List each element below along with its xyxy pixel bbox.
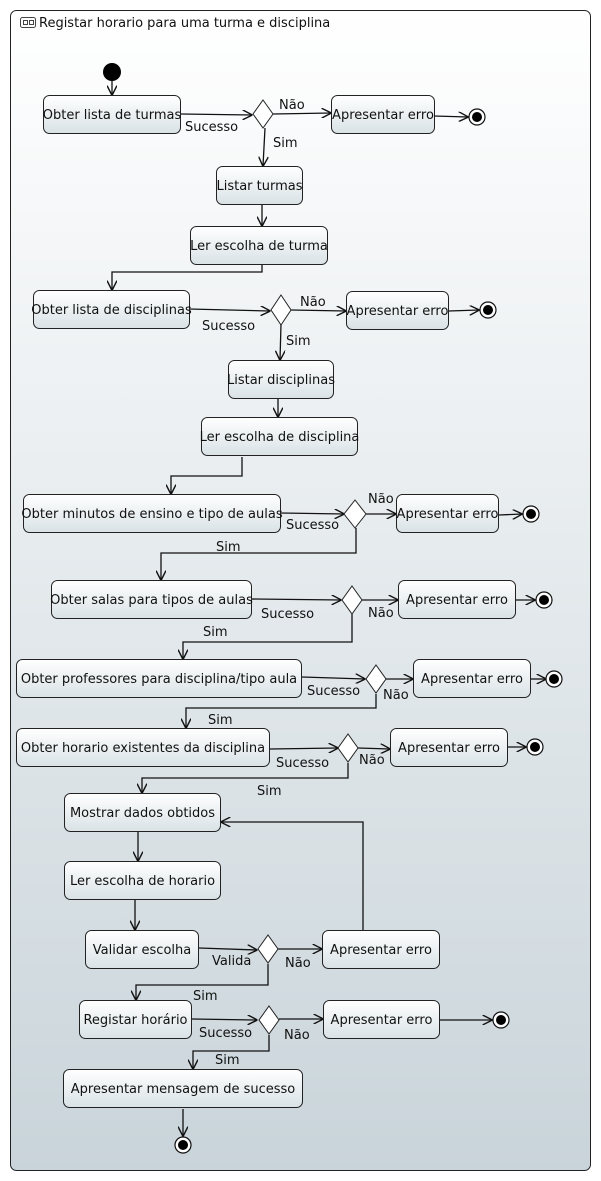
diagram-title: Registar horario para uma turma e discip… bbox=[20, 16, 330, 31]
initial-node bbox=[103, 63, 121, 81]
label-nao: Não bbox=[279, 98, 305, 113]
label-sim: Sim bbox=[286, 334, 311, 349]
decision-node bbox=[365, 664, 387, 694]
label-sim: Sim bbox=[193, 989, 218, 1004]
svg-text:Apresentar erro: Apresentar erro bbox=[332, 108, 434, 123]
final-node bbox=[535, 591, 553, 609]
svg-text:Apresentar erro: Apresentar erro bbox=[331, 1013, 433, 1028]
svg-text:Listar disciplinas: Listar disciplinas bbox=[227, 373, 335, 388]
final-node bbox=[468, 108, 486, 126]
svg-text:Validar escolha: Validar escolha bbox=[93, 943, 191, 958]
label-nao: Não bbox=[284, 1028, 310, 1043]
action-obter-lista-disciplinas: Obter lista de disciplinas bbox=[31, 290, 192, 329]
action-apresentar-erro: Apresentar erro bbox=[390, 728, 508, 767]
label-nao: Não bbox=[359, 753, 385, 768]
final-node bbox=[479, 301, 497, 319]
action-obter-horario-existentes: Obter horario existentes da disciplina bbox=[16, 728, 270, 767]
svg-text:Obter horario existentes da di: Obter horario existentes da disciplina bbox=[21, 741, 265, 756]
final-node bbox=[492, 1011, 510, 1029]
action-listar-disciplinas: Listar disciplinas bbox=[227, 360, 335, 399]
edge-labels: Sucesso Não Sim Não Sucesso Sim Não Suce… bbox=[185, 98, 409, 1068]
svg-text:Obter professores para discipl: Obter professores para disciplina/tipo a… bbox=[21, 672, 297, 687]
label-sim: Sim bbox=[215, 1053, 240, 1068]
action-listar-turmas: Listar turmas bbox=[216, 166, 303, 205]
action-apresentar-erro: Apresentar erro bbox=[322, 930, 440, 969]
action-registar-horario: Registar horário bbox=[79, 1000, 192, 1039]
decision-node bbox=[258, 1005, 280, 1035]
action-ler-escolha-turma: Ler escolha de turma bbox=[190, 226, 328, 265]
label-sim: Sim bbox=[203, 625, 228, 640]
svg-text:Apresentar erro: Apresentar erro bbox=[397, 507, 499, 522]
svg-text:Listar turmas: Listar turmas bbox=[216, 179, 302, 194]
svg-text:Obter lista de disciplinas: Obter lista de disciplinas bbox=[31, 303, 192, 318]
svg-text:Apresentar erro: Apresentar erro bbox=[347, 304, 449, 319]
svg-text:Obter salas para tipos de aula: Obter salas para tipos de aulas bbox=[50, 593, 253, 608]
final-node bbox=[526, 738, 544, 756]
final-node bbox=[174, 1136, 192, 1154]
decision-node bbox=[343, 499, 367, 529]
action-obter-minutos-ensino: Obter minutos de ensino e tipo de aulas bbox=[21, 494, 283, 533]
action-mostrar-dados-obtidos: Mostrar dados obtidos bbox=[64, 793, 221, 832]
svg-text:Ler escolha de horario: Ler escolha de horario bbox=[70, 874, 215, 889]
svg-text:Registar horario para uma turm: Registar horario para uma turma e discip… bbox=[39, 16, 330, 31]
label-sucesso: Sucesso bbox=[276, 756, 329, 771]
label-valida: Valida bbox=[212, 954, 251, 969]
label-sim: Sim bbox=[208, 713, 233, 728]
decision-node bbox=[270, 294, 292, 326]
action-apresentar-erro: Apresentar erro bbox=[396, 494, 499, 533]
label-sucesso: Sucesso bbox=[185, 120, 238, 135]
svg-text:Ler escolha de turma: Ler escolha de turma bbox=[190, 239, 328, 254]
svg-text:Apresentar erro: Apresentar erro bbox=[398, 741, 500, 756]
label-nao: Não bbox=[300, 295, 326, 310]
action-ler-escolha-disciplina: Ler escolha de disciplina bbox=[200, 417, 360, 456]
action-apresentar-mensagem-sucesso: Apresentar mensagem de sucesso bbox=[63, 1069, 303, 1108]
final-node bbox=[522, 505, 540, 523]
edges bbox=[112, 81, 546, 1136]
svg-text:Mostrar dados obtidos: Mostrar dados obtidos bbox=[70, 806, 215, 821]
label-nao: Não bbox=[368, 492, 394, 507]
decision-node bbox=[337, 733, 359, 763]
svg-text:Registar horário: Registar horário bbox=[83, 1013, 187, 1028]
action-obter-lista-turmas: Obter lista de turmas bbox=[43, 95, 182, 134]
label-nao: Não bbox=[368, 606, 394, 621]
label-sucesso: Sucesso bbox=[199, 1026, 252, 1041]
label-sucesso: Sucesso bbox=[286, 518, 339, 533]
decision-node bbox=[341, 585, 363, 615]
action-apresentar-erro: Apresentar erro bbox=[398, 580, 516, 619]
label-sim: Sim bbox=[273, 136, 298, 151]
svg-text:Ler escolha de disciplina: Ler escolha de disciplina bbox=[200, 430, 360, 445]
action-apresentar-erro: Apresentar erro bbox=[413, 659, 531, 698]
action-apresentar-erro: Apresentar erro bbox=[346, 291, 449, 330]
action-validar-escolha: Validar escolha bbox=[85, 930, 199, 969]
action-obter-salas: Obter salas para tipos de aulas bbox=[50, 580, 253, 619]
label-sucesso: Sucesso bbox=[261, 607, 314, 622]
action-apresentar-erro: Apresentar erro bbox=[331, 95, 435, 134]
label-sucesso: Sucesso bbox=[202, 319, 255, 334]
action-ler-escolha-horario: Ler escolha de horario bbox=[64, 861, 221, 900]
label-sim: Sim bbox=[257, 784, 282, 799]
label-sucesso: Sucesso bbox=[307, 684, 360, 699]
svg-text:Apresentar erro: Apresentar erro bbox=[406, 593, 508, 608]
action-obter-professores: Obter professores para disciplina/tipo a… bbox=[16, 659, 302, 698]
decision-node bbox=[257, 934, 279, 964]
label-sim: Sim bbox=[216, 540, 241, 555]
svg-text:Obter minutos de ensino e tipo: Obter minutos de ensino e tipo de aulas bbox=[21, 507, 282, 522]
label-nao: Não bbox=[383, 688, 409, 703]
svg-text:Obter lista de turmas: Obter lista de turmas bbox=[43, 108, 182, 123]
activity-icon bbox=[20, 17, 36, 28]
svg-text:Apresentar erro: Apresentar erro bbox=[421, 672, 523, 687]
decision-node bbox=[252, 99, 274, 129]
label-nao: Não bbox=[285, 956, 311, 971]
action-apresentar-erro: Apresentar erro bbox=[323, 1000, 440, 1039]
final-node bbox=[545, 670, 563, 688]
svg-text:Apresentar erro: Apresentar erro bbox=[330, 943, 432, 958]
svg-text:Apresentar mensagem de sucesso: Apresentar mensagem de sucesso bbox=[71, 1082, 296, 1097]
